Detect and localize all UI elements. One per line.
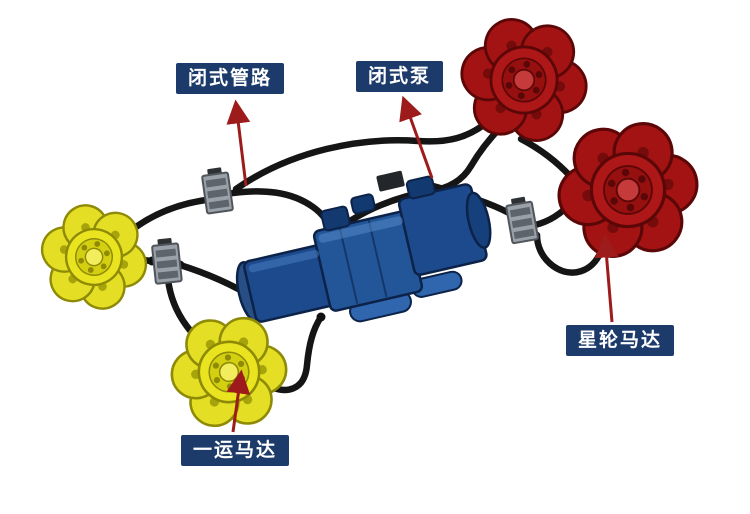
first-conveyor-motor-bottom [168, 315, 290, 429]
valve-block [151, 238, 183, 285]
hydraulic-hoses [114, 117, 605, 394]
star-wheel-motor-right [550, 117, 706, 263]
label-star-wheel-motor: 星轮马达 [566, 325, 675, 356]
valve-block [201, 167, 234, 215]
star-wheel-motor-top [452, 12, 596, 148]
valve-block [505, 196, 539, 245]
label-first-conveyor-motor: 一运马达 [181, 435, 290, 466]
label-closed-pump: 闭式泵 [356, 61, 444, 92]
label-closed-circuit-piping: 闭式管路 [176, 63, 285, 94]
closed-pump-assembly [235, 170, 492, 323]
first-conveyor-motor-left [30, 197, 158, 317]
callout-arrows [226, 95, 619, 433]
